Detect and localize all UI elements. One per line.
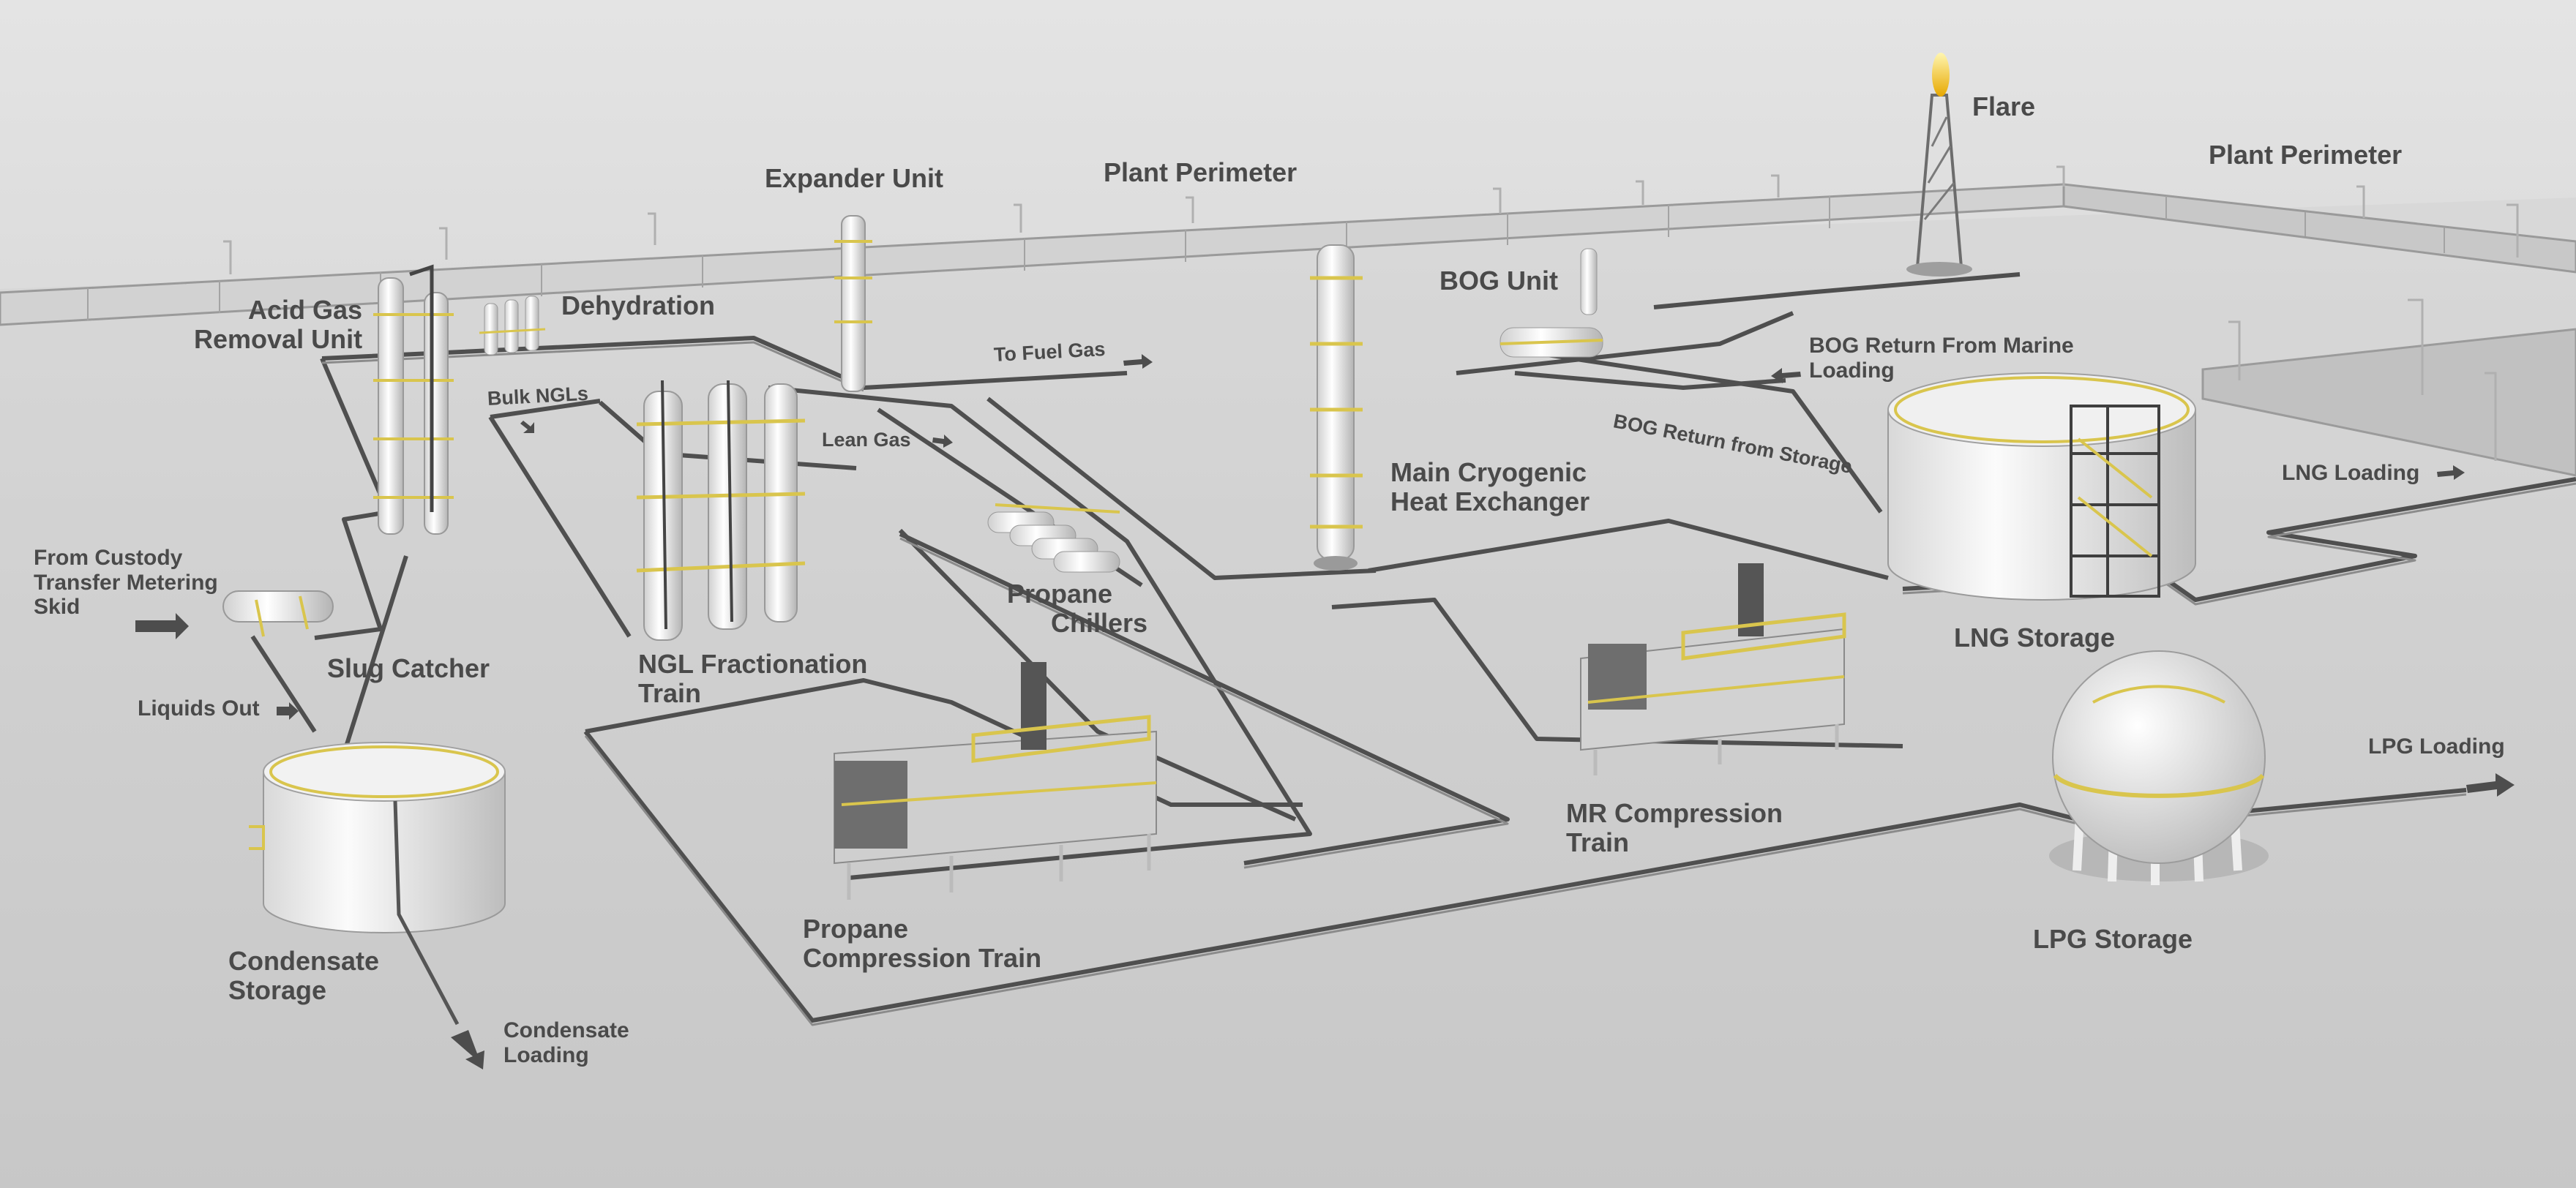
label-lng-storage: LNG Storage [1954,623,2115,653]
label-condensate-storage: Condensate Storage [228,947,379,1006]
label-dehydration: Dehydration [561,291,715,320]
label-expander-unit: Expander Unit [765,164,943,193]
label-bog-unit: BOG Unit [1439,266,1558,296]
label-from-custody-transfer: From Custody Transfer Metering Skid [34,546,218,620]
label-liquids-out: Liquids Out [138,696,260,721]
label-propane-chillers: Propane Chillers [1007,579,1147,639]
label-flare: Flare [1972,92,2035,121]
ngl-columns [637,380,805,640]
label-main-cryogenic-heat-exchanger: Main Cryogenic Heat Exchanger [1390,458,1590,517]
dehydration-vessels [479,296,545,355]
label-lean-gas: Lean Gas [822,429,911,451]
label-plant-perimeter-center: Plant Perimeter [1104,158,1297,187]
flare-flame-icon [1932,53,1950,97]
label-lng-loading: LNG Loading [2282,461,2419,486]
label-bog-return-marine: BOG Return From Marine Loading [1809,334,2074,383]
label-propane-compression-train: Propane Compression Train [803,914,1041,974]
label-plant-perimeter-right: Plant Perimeter [2209,140,2402,170]
lpg-sphere [2049,651,2269,885]
label-slug-catcher: Slug Catcher [327,654,490,683]
label-ngl-fractionation-train: NGL Fractionation Train [638,650,867,709]
label-lpg-storage: LPG Storage [2033,925,2193,954]
label-lpg-loading: LPG Loading [2368,734,2505,759]
lng-storage-tank [1888,373,2195,600]
label-acid-gas-removal-unit: Acid Gas Removal Unit [193,296,362,355]
label-condensate-loading: Condensate Loading [503,1018,629,1067]
label-mr-compression-train: MR Compression Train [1566,799,1783,858]
